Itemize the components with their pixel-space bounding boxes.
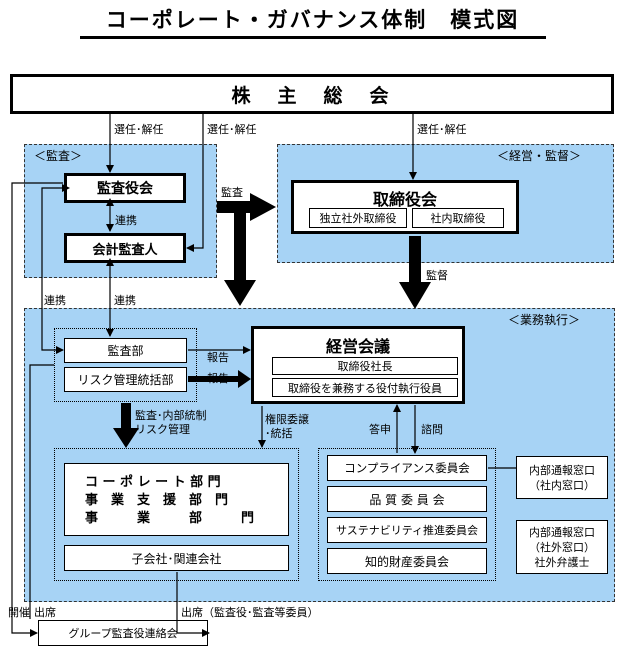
audit-board-box: 監査役会 (64, 173, 186, 203)
delegation-label: 権限委譲 (265, 413, 309, 426)
executive-officers-box: 取締役を兼務する役付執行役員 (272, 378, 458, 397)
whistleblow-external-line3: 社外弁護士 (534, 555, 590, 569)
title-underline (80, 36, 546, 39)
report-label-1: 報告 (207, 351, 229, 364)
whistleblow-external-box: 内部通報窓口 （社外窓口） 社外弁護士 (516, 520, 608, 574)
attend-label: 出席 (34, 606, 56, 619)
audit-dept-box: 監査部 (64, 338, 187, 363)
management-supervision-region-label: ＜経営・監督＞ (497, 149, 582, 163)
president-director-box: 取締役社長 (272, 357, 458, 375)
coop-label-3: 連携 (114, 294, 136, 307)
business-execution-region-label: ＜業務執行＞ (508, 313, 581, 327)
corporate-division-label: コ ー ポ レ ー ト 部 門 (85, 475, 221, 490)
risk-management-label: リスク管理 (135, 423, 190, 436)
whistleblow-internal-box: 内部通報窓口 （社内窓口） (516, 456, 608, 499)
board-of-directors-box: 取締役会 独立社外取締役 社内取締役 (291, 180, 519, 234)
whistleblow-external-line1: 内部通報窓口 (529, 525, 595, 539)
business-support-division-label: 事 業 支 援 部 門 (85, 493, 229, 508)
subsidiaries-box: 子会社･関連会社 (64, 545, 289, 571)
audit-risk-group (54, 328, 197, 402)
audit-control-label: 監査･内部統制 (135, 409, 207, 422)
audit-arrow-down (224, 210, 256, 306)
management-council-box: 経営会議 取締役社長 取締役を兼務する役付執行役員 (251, 326, 465, 404)
whistleblow-internal-line1: 内部通報窓口 (529, 463, 595, 477)
coop-label-1: 連携 (115, 214, 137, 227)
report-label-2: 報告 (207, 372, 229, 385)
audit-arrow-to-board (217, 193, 276, 221)
host-label: 開催 (8, 606, 30, 619)
management-council-title: 経営会議 (325, 337, 390, 356)
elect-label-1: 選任･解任 (114, 123, 164, 136)
board-of-directors-title: 取締役会 (372, 190, 437, 209)
business-division-label: 事 業 部 門 (85, 511, 255, 526)
elect-label-2: 選任･解任 (207, 123, 257, 136)
supervision-control-label: ･統括 (265, 427, 293, 440)
elect-label-3: 選任･解任 (417, 123, 467, 136)
coop-label-2: 連携 (44, 294, 66, 307)
supervision-arrow (399, 236, 431, 309)
independent-outside-directors-box: 独立社外取締役 (309, 208, 407, 228)
audit-region-label: ＜監査＞ (34, 149, 83, 163)
departments-box: コ ー ポ レ ー ト 部 門 事 業 支 援 部 門 事 業 部 門 (64, 463, 289, 536)
whistleblow-internal-line2: （社内窓口） (529, 478, 595, 492)
attend-auditors-label: 出席（監査役･監査等委員） (181, 606, 319, 619)
supervision-label: 監督 (426, 269, 448, 282)
ip-committee-box: 知的財産委員会 (327, 548, 487, 574)
internal-directors-box: 社内取締役 (412, 208, 504, 228)
audit-label: 監査 (221, 186, 243, 199)
risk-management-dept-box: リスク管理統括部 (64, 367, 187, 392)
report-reply-label: 答申 (369, 423, 391, 436)
coop-line-3 (41, 184, 70, 354)
sustainability-committee-box: サステナビリティ推進委員会 (327, 517, 487, 543)
committees-group (318, 448, 496, 581)
whistleblow-external-line2: （社外窓口） (529, 540, 595, 554)
report-arrow-thick (188, 370, 251, 388)
attend-auditors-line (176, 572, 210, 637)
accounting-auditor-box: 会計監査人 (64, 233, 186, 263)
consultation-label: 諮問 (421, 423, 443, 436)
attend-line (29, 364, 54, 619)
compliance-committee-box: コンプライアンス委員会 (327, 455, 487, 481)
page-title: コーポレート・ガバナンス体制 模式図 (105, 8, 520, 32)
audit-control-arrow (113, 403, 139, 448)
elect-line-accounting-auditor (186, 114, 204, 252)
shareholders-meeting-box: 株 主 総 会 (10, 74, 614, 114)
quality-committee-box: 品 質 委 員 会 (327, 486, 487, 512)
host-line (11, 182, 63, 637)
